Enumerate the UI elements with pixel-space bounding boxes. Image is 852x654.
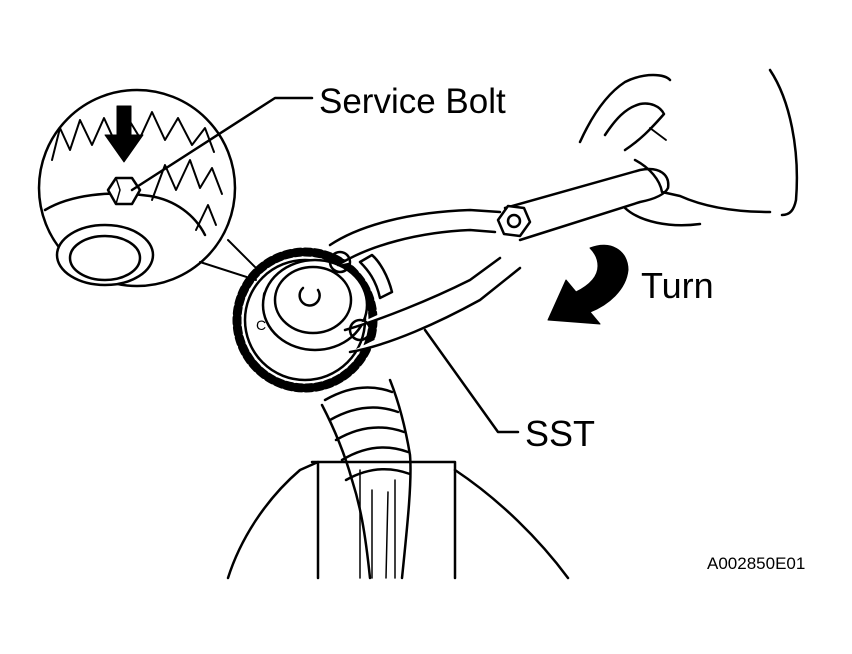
cable-shaft [322, 380, 411, 578]
svg-text:C: C [256, 317, 266, 333]
callout-connector [200, 262, 256, 280]
hand [580, 70, 797, 225]
figure-code: A002850E01 [707, 554, 806, 573]
turn-label: Turn [641, 265, 714, 306]
service-bolt-leader [132, 98, 312, 190]
service-bolt-label: Service Bolt [319, 82, 506, 121]
service-bolt-hex [108, 178, 140, 204]
gear-hub [263, 260, 367, 350]
sst-tool [330, 169, 668, 352]
down-arrow-icon [105, 106, 143, 162]
sst-label: SST [525, 413, 596, 454]
sst-leader [425, 330, 518, 432]
callout-connector [228, 240, 258, 270]
turn-arrow-icon [548, 245, 628, 324]
housing-base [228, 462, 568, 578]
pivot-bolt [498, 206, 530, 236]
